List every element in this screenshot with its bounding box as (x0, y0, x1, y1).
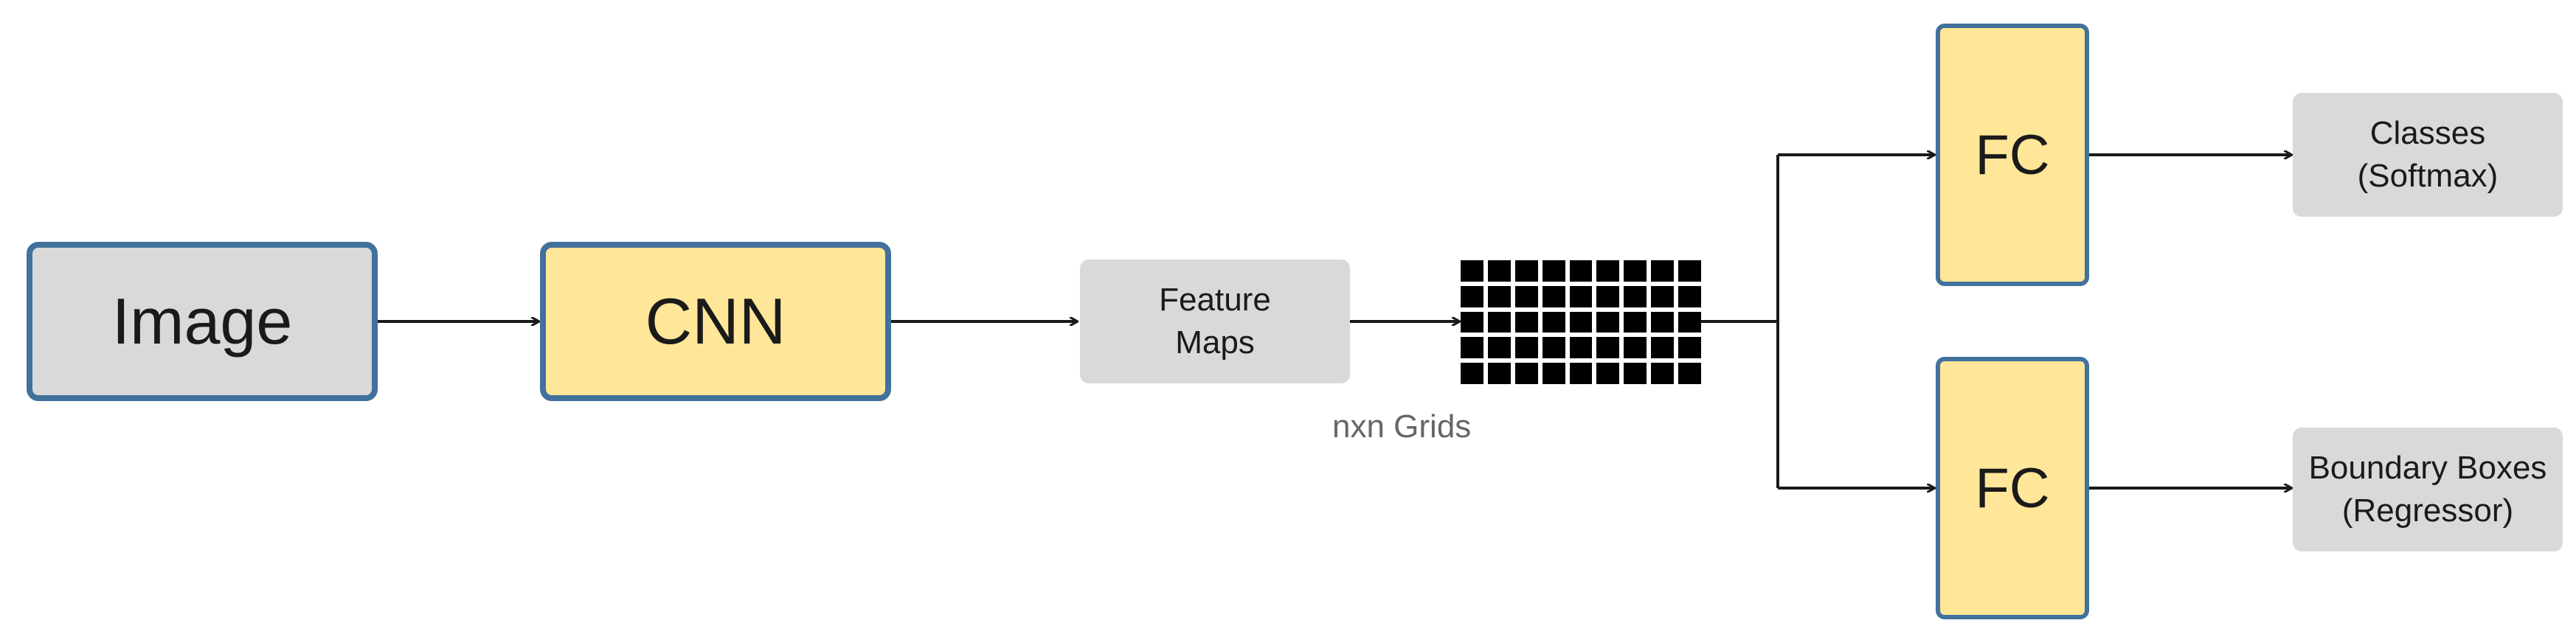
grid-cell (1651, 363, 1675, 384)
grid-cell (1487, 311, 1511, 333)
fc-top-node: FC (1936, 24, 2089, 286)
fc-bottom-label: FC (1975, 456, 2050, 520)
grid-cell (1624, 311, 1647, 333)
grid-cell (1542, 363, 1565, 384)
grid-cell (1624, 285, 1647, 307)
feature-maps-label-line1: Feature (1159, 282, 1271, 318)
image-node: Image (27, 242, 378, 401)
classes-label-line1: Classes (2369, 115, 2486, 151)
grid-cell (1678, 285, 1701, 307)
grid-cell (1542, 260, 1565, 282)
grid-cell (1569, 285, 1593, 307)
grid-cell (1624, 363, 1647, 384)
grid-cell (1514, 285, 1538, 307)
fc-top-label: FC (1975, 123, 2050, 187)
classes-node: Classes (Softmax) (2293, 93, 2563, 217)
grid-cell (1514, 311, 1538, 333)
grid-cell (1596, 285, 1620, 307)
grid-cell (1487, 260, 1511, 282)
grid-cell (1651, 337, 1675, 359)
grid-cell (1461, 260, 1483, 282)
classes-label-line2: (Softmax) (2357, 158, 2499, 194)
grid-cell (1514, 260, 1538, 282)
grid-block (1461, 260, 1701, 384)
boundary-boxes-node: Boundary Boxes (Regressor) (2293, 428, 2563, 551)
grid-cell (1461, 337, 1483, 359)
grid-cell (1624, 260, 1647, 282)
grid-cell (1596, 311, 1620, 333)
grid-cell (1487, 285, 1511, 307)
feature-maps-label-line2: Maps (1175, 324, 1255, 361)
cnn-node-label: CNN (645, 285, 786, 358)
grid-cell (1487, 363, 1511, 384)
grid-cell (1596, 337, 1620, 359)
cnn-node: CNN (540, 242, 891, 401)
grid-caption: nxn Grids (1332, 408, 1472, 445)
grid-cell (1678, 311, 1701, 333)
grid-cell (1678, 260, 1701, 282)
grid-cell (1569, 337, 1593, 359)
grid-cell (1514, 363, 1538, 384)
grid-cell (1596, 260, 1620, 282)
grid-cell (1514, 337, 1538, 359)
grid-cell (1569, 260, 1593, 282)
grid-cell (1624, 337, 1647, 359)
grid-cell (1461, 285, 1483, 307)
grid-cell (1678, 337, 1701, 359)
boundary-boxes-label-line2: (Regressor) (2341, 492, 2514, 529)
grid-cell (1678, 363, 1701, 384)
feature-maps-node: Feature Maps (1080, 260, 1350, 383)
grid-cell (1651, 311, 1675, 333)
grid-cell (1569, 363, 1593, 384)
fc-bottom-node: FC (1936, 357, 2089, 619)
grid-cell (1487, 337, 1511, 359)
boundary-boxes-label-line1: Boundary Boxes (2308, 450, 2547, 486)
grid-cell (1461, 311, 1483, 333)
grid-cell (1596, 363, 1620, 384)
grid-cell (1542, 337, 1565, 359)
grid-cell (1542, 285, 1565, 307)
grid-cell (1569, 311, 1593, 333)
grid-cell (1651, 285, 1675, 307)
grid-cell (1651, 260, 1675, 282)
grid-cell (1542, 311, 1565, 333)
image-node-label: Image (111, 285, 293, 358)
grid-cell (1461, 363, 1483, 384)
